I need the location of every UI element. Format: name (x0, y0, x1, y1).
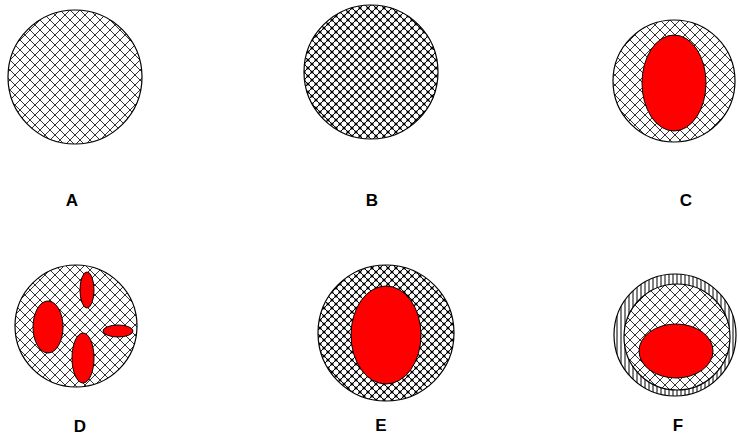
panel-label: F (673, 417, 683, 434)
panel-label: D (74, 418, 86, 435)
panel-label: E (375, 417, 386, 434)
panel-label: A (66, 192, 78, 209)
panel-label: C (680, 192, 692, 209)
panel-label: B (366, 192, 378, 209)
